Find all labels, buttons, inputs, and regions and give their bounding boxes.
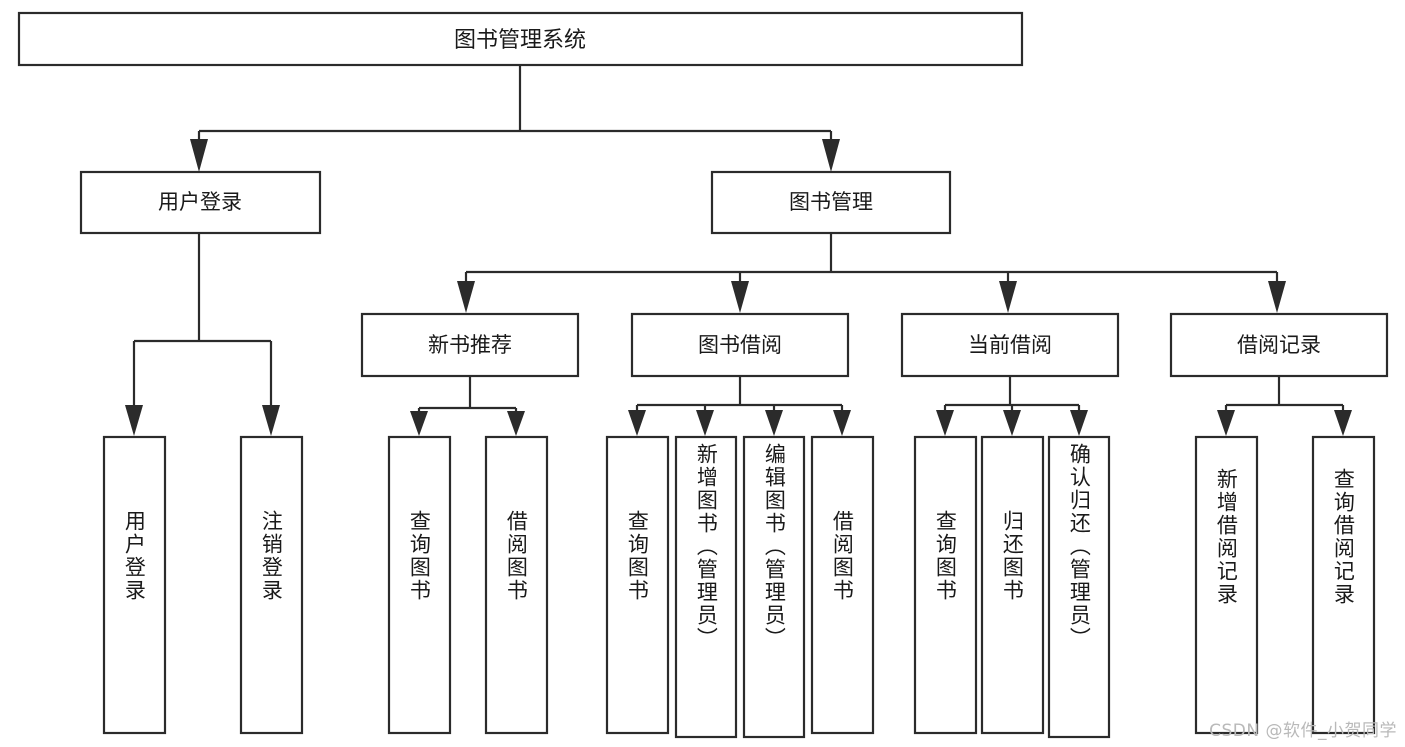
leaf-box-current-borrow-2[interactable] xyxy=(980,435,1045,735)
arrowhead-bookborrow-leaf-3 xyxy=(765,410,783,436)
arrowhead-currentborrow-leaf-2 xyxy=(1003,410,1021,436)
leaf-box-borrow-record-2[interactable] xyxy=(1311,435,1376,735)
arrowhead-new-book xyxy=(457,281,475,313)
node-new-book-recommend[interactable]: 新书推荐 xyxy=(360,312,580,378)
node-user-login-box[interactable] xyxy=(79,170,322,235)
leaf-box-book-borrow-3[interactable] xyxy=(742,435,806,739)
arrowhead-bookborrow-leaf-1 xyxy=(628,410,646,436)
node-book-manage[interactable]: 图书管理 xyxy=(710,170,952,235)
node-current-borrow-box[interactable] xyxy=(900,312,1120,378)
node-root-label: 图书管理系统 xyxy=(454,28,586,53)
arrowhead-bookborrow-leaf-4 xyxy=(833,410,851,436)
arrowhead-leaf-logout xyxy=(262,405,280,436)
node-new-book-recommend-label: 新书推荐 xyxy=(428,333,512,357)
connector-group-root xyxy=(190,66,840,172)
arrowhead-user-login xyxy=(190,139,208,172)
connector-group-borrow-record xyxy=(1217,376,1352,436)
arrowhead-current-borrow xyxy=(999,281,1017,313)
connector-group-new-book xyxy=(410,376,525,436)
node-borrow-record[interactable]: 借阅记录 xyxy=(1169,312,1389,378)
leaf-box-current-borrow-3[interactable] xyxy=(1047,435,1111,739)
leaf-box-new-book-2[interactable] xyxy=(484,435,549,735)
node-current-borrow-label: 当前借阅 xyxy=(968,333,1052,357)
csdn-watermark: CSDN @软件_小贺同学 xyxy=(1209,721,1397,741)
node-book-borrow[interactable]: 图书借阅 xyxy=(630,312,850,378)
leaf-box-current-borrow-1[interactable] xyxy=(913,435,978,735)
arrowhead-leaf-user-login xyxy=(125,405,143,436)
arrowhead-bookborrow-leaf-2 xyxy=(696,410,714,436)
node-book-manage-box[interactable] xyxy=(710,170,952,235)
node-book-borrow-box[interactable] xyxy=(630,312,850,378)
node-root[interactable]: 图书管理系统 xyxy=(17,11,1024,67)
leaf-box-user-login-1[interactable] xyxy=(102,435,167,735)
leaf-box-new-book-1[interactable] xyxy=(387,435,452,735)
node-user-login-label: 用户登录 xyxy=(158,190,242,214)
arrowhead-newbook-leaf-1 xyxy=(410,411,428,436)
connector-group-book-manage xyxy=(457,233,1286,313)
leaf-box-borrow-record-1[interactable] xyxy=(1194,435,1259,735)
node-new-book-recommend-box[interactable] xyxy=(360,312,580,378)
arrowhead-currentborrow-leaf-1 xyxy=(936,410,954,436)
connector-group-book-borrow xyxy=(628,376,851,436)
arrowhead-borrow-record xyxy=(1268,281,1286,313)
leaf-box-book-borrow-1[interactable] xyxy=(605,435,670,735)
leaf-box-user-login-2[interactable] xyxy=(239,435,304,735)
leaf-box-book-borrow-4[interactable] xyxy=(810,435,875,735)
node-borrow-record-label: 借阅记录 xyxy=(1237,333,1321,357)
node-book-borrow-label: 图书借阅 xyxy=(698,333,782,357)
arrowhead-newbook-leaf-2 xyxy=(507,411,525,436)
arrowhead-borrowrecord-leaf-2 xyxy=(1334,410,1352,436)
node-user-login[interactable]: 用户登录 xyxy=(79,170,322,235)
node-root-box[interactable] xyxy=(17,11,1024,67)
arrowhead-book-borrow xyxy=(731,281,749,313)
arrowhead-book-manage xyxy=(822,139,840,172)
arrowhead-currentborrow-leaf-3 xyxy=(1070,410,1088,436)
connector-group-current-borrow xyxy=(936,376,1088,436)
node-current-borrow[interactable]: 当前借阅 xyxy=(900,312,1120,378)
arrowhead-borrowrecord-leaf-1 xyxy=(1217,410,1235,436)
node-borrow-record-box[interactable] xyxy=(1169,312,1389,378)
connector-group-user-login xyxy=(125,233,280,436)
node-book-manage-label: 图书管理 xyxy=(789,190,873,214)
leaf-box-book-borrow-2[interactable] xyxy=(674,435,738,739)
